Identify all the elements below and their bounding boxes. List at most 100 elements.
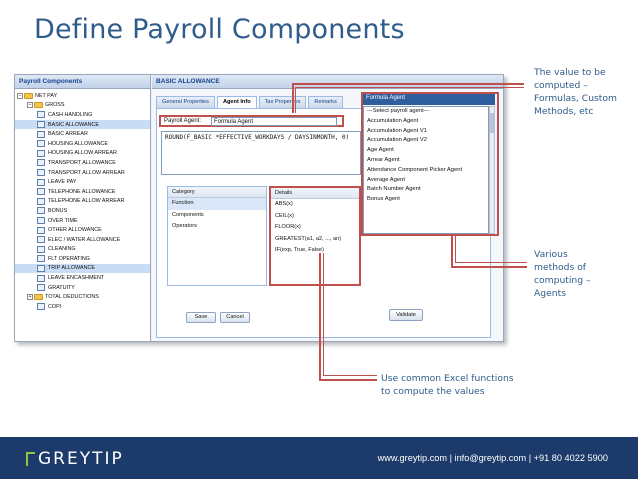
tree-item[interactable]: +TOTAL DEDUCTIONS (15, 292, 150, 302)
tree-item[interactable]: LEAVE PAY (15, 177, 150, 187)
callout-line: Use common Excel functions (381, 373, 514, 384)
collapse-icon[interactable]: − (17, 92, 23, 99)
tab-general-properties[interactable]: General Properties (156, 96, 215, 108)
agent-option[interactable]: Age Agent (367, 147, 394, 154)
tree-item[interactable]: LEAVE ENCASHMENT (15, 273, 150, 283)
agent-option[interactable]: Attendance Component Picker Agent (367, 166, 463, 173)
callout-excel-functions: Use common Excel functions to compute th… (381, 372, 514, 398)
agent-option[interactable]: Bonus Agent (367, 196, 400, 203)
category-row-components[interactable]: Components (172, 211, 204, 218)
details-row[interactable]: FLOOR(x) (275, 224, 301, 230)
validate-button[interactable]: Validate (389, 309, 423, 321)
component-icon (37, 149, 45, 157)
agent-option[interactable]: Accumulation Agent V1 (367, 127, 427, 134)
payroll-agent-field[interactable]: Formula Agent (211, 116, 337, 126)
tree-item[interactable]: HOUSING ALLOW ARREAR (15, 149, 150, 159)
tree-item[interactable]: TELEPHONE ALLOW ARREAR (15, 197, 150, 207)
details-row[interactable]: GREATEST(a1, a2, ..., an) (275, 235, 342, 242)
callout-line: Formulas, Custom (534, 93, 617, 104)
details-row[interactable]: IF(exp, True, False) (275, 247, 324, 253)
cancel-button[interactable]: Cancel (220, 312, 250, 323)
tree-item-label: TELEPHONE ALLOW ARREAR (48, 198, 125, 205)
tree-item[interactable]: − GROSS (15, 101, 150, 111)
component-icon (37, 217, 45, 225)
component-icon (37, 264, 45, 272)
component-icon (37, 303, 45, 311)
callout-line-formula-drop-inner (295, 87, 296, 113)
tree-panel-header: Payroll Components (15, 75, 150, 89)
tree-item[interactable]: BONUS (15, 206, 150, 216)
tree-item[interactable]: BASIC ARREAR (15, 129, 150, 139)
agent-option[interactable]: Accumulation Agent (367, 117, 419, 124)
tree-item[interactable]: ELEC / WATER ALLOWANCE (15, 235, 150, 245)
tree-item[interactable]: FLT OPERATING (15, 254, 150, 264)
folder-icon (34, 102, 43, 109)
tree-item[interactable]: HOUSING ALLOWANCE (15, 139, 150, 149)
callout-line-agent-horizontal (451, 266, 527, 268)
component-icon (37, 255, 45, 263)
detail-panel-header: BASIC ALLOWANCE (152, 75, 503, 89)
agent-select-value[interactable]: Formula Agent (363, 94, 495, 105)
tree-item-label: BASIC ARREAR (48, 131, 88, 138)
agent-option[interactable]: ---Select payroll agent--- (367, 108, 430, 114)
component-icon (37, 284, 45, 292)
tree-item[interactable]: TELEPHONE ALLOWANCE (15, 187, 150, 197)
category-row-operators[interactable]: Operators (172, 223, 197, 229)
agent-option[interactable]: Average Agent (367, 176, 405, 183)
agent-option[interactable]: Accumulation Agent V2 (367, 137, 427, 144)
tree-item[interactable]: TRIP ALLOWANCE (15, 263, 150, 274)
agent-dropdown-list: ---Select payroll agent--- Accumulation A… (363, 106, 489, 234)
callout-line: computing – (534, 275, 591, 286)
category-table: Category Function Components Operators (167, 186, 267, 286)
agent-option[interactable]: Batch Number Agent (367, 186, 421, 193)
dropdown-scrollbar[interactable] (489, 106, 495, 234)
save-button[interactable]: Save (186, 312, 216, 323)
tree-item-label: FLT OPERATING (48, 255, 90, 262)
collapse-icon[interactable]: − (27, 102, 33, 109)
formula-textarea[interactable]: ROUND(F_BASIC *EFFECTIVE_WORKDAYS / DAYS… (161, 131, 361, 175)
tree-item-label: GROSS (45, 102, 65, 109)
tree-item[interactable]: TRANSPORT ALLOW ARREAR (15, 168, 150, 178)
tree-item[interactable]: BASIC ALLOWANCE (15, 119, 150, 130)
callout-line-agent-drop-inner (455, 236, 456, 263)
tree-item-label: COPI (48, 303, 62, 310)
callout-line: methods of (534, 262, 587, 273)
callout-line: Methods, etc (534, 106, 594, 117)
tab-remarks[interactable]: Remarks (308, 96, 343, 108)
callout-line-formula-top-inner (295, 87, 524, 88)
component-icon (37, 121, 45, 129)
tree-item[interactable]: CASH HANDLING (15, 110, 150, 120)
component-icon (37, 111, 45, 119)
details-row[interactable]: ABS(x) (275, 201, 293, 207)
expand-icon[interactable]: + (27, 294, 33, 301)
tab-agent-info[interactable]: Agent Info (216, 96, 257, 108)
logo-text: GREYTIP (38, 449, 124, 469)
category-row-function[interactable]: Function (168, 198, 266, 210)
details-row[interactable]: CEIL(x) (275, 212, 294, 219)
callout-line: Various (534, 249, 568, 260)
callout-line: The value to be (534, 67, 606, 78)
tree-item[interactable]: CLEANING (15, 245, 150, 255)
tree-item[interactable]: GRATUITY (15, 283, 150, 293)
tree-item-label: TRIP ALLOWANCE (48, 265, 96, 272)
callout-line-formula-top (292, 83, 524, 85)
category-column-header: Category (168, 187, 266, 198)
tree-item[interactable]: COPI (15, 302, 150, 312)
tree-item-label: OTHER ALLOWANCE (48, 227, 102, 234)
details-table: Details ABS(x) CEIL(x) FLOOR(x) GREATEST… (269, 186, 361, 286)
tree-item-label: GRATUITY (48, 284, 75, 291)
payroll-agent-row: Payroll Agent: Formula Agent (159, 115, 344, 127)
greytip-logo: GREYTIP (26, 449, 124, 469)
tree-item-label: OVER TIME (48, 217, 78, 224)
tree-item[interactable]: OTHER ALLOWANCE (15, 225, 150, 235)
agent-option[interactable]: Arrear Agent (367, 156, 400, 163)
scrollbar-thumb[interactable] (490, 113, 494, 133)
tree-item[interactable]: TRANSPORT ALLOWANCE (15, 158, 150, 168)
tree-item[interactable]: −NET PAY (15, 91, 150, 101)
tree-item-label: TRANSPORT ALLOWANCE (48, 159, 116, 166)
tree-item[interactable]: OVER TIME (15, 216, 150, 226)
component-icon (37, 140, 45, 148)
tab-tax-properties[interactable]: Tax Properties (258, 96, 307, 108)
tree-item-label: ELEC / WATER ALLOWANCE (48, 236, 121, 243)
